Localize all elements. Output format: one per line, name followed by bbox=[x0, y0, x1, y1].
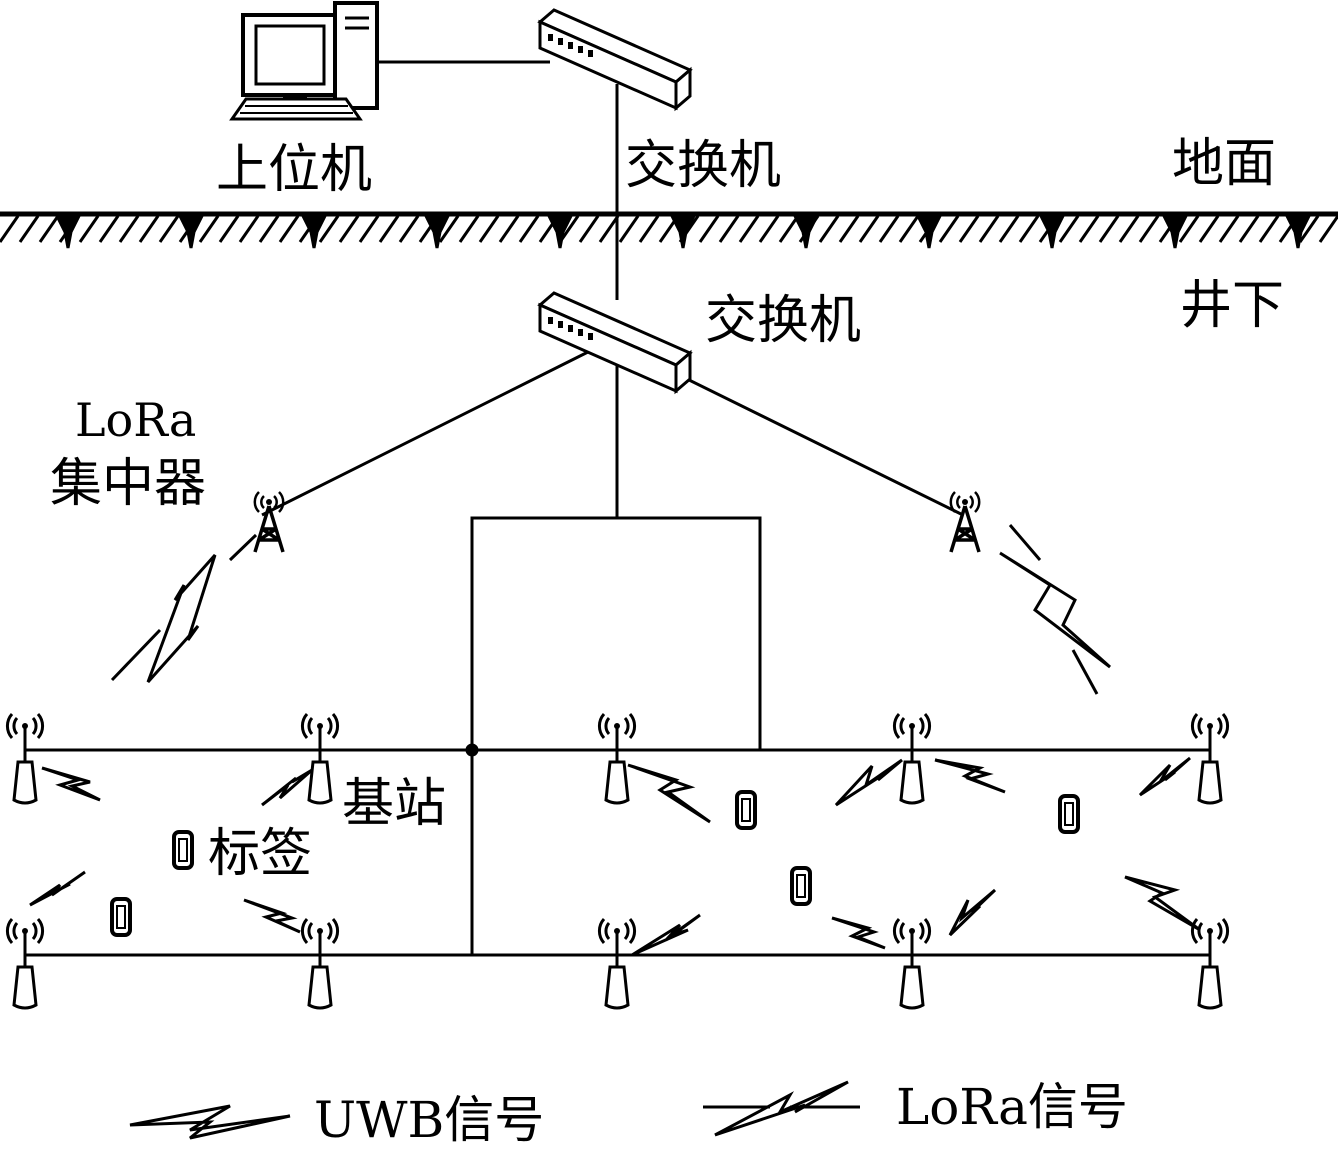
lora-concentrator-label-line2: 集中器 bbox=[50, 454, 207, 514]
lora-concentrator-icon-left bbox=[253, 490, 285, 554]
switch-under-label: 交换机 bbox=[705, 291, 862, 351]
underground-label: 井下 bbox=[1180, 276, 1285, 336]
base-station-antenna-icon bbox=[300, 917, 340, 1010]
base-station-antenna-icon bbox=[892, 917, 932, 1010]
base-station-label: 基站 bbox=[342, 774, 447, 834]
tag-label: 标签 bbox=[208, 824, 313, 884]
field-signals bbox=[29, 756, 1201, 957]
switch-icon-underground bbox=[538, 291, 692, 393]
base-station-antenna-icon bbox=[1190, 917, 1230, 1010]
switch-top-label: 交换机 bbox=[625, 136, 782, 196]
ground-line bbox=[0, 211, 1338, 249]
legend-uwb-label: UWB信号 bbox=[314, 1091, 545, 1149]
legend-lora-symbol bbox=[703, 1080, 860, 1137]
base-station-antenna-icon bbox=[892, 712, 932, 805]
base-station-antenna-icon bbox=[300, 712, 340, 805]
tag-icon bbox=[790, 866, 812, 906]
base-station-antenna-icon bbox=[1190, 712, 1230, 805]
lora-signal-links bbox=[110, 524, 1111, 695]
base-station-antenna-icon bbox=[597, 917, 637, 1010]
legend-lora-label: LoRa信号 bbox=[896, 1078, 1128, 1136]
lora-concentrator-label-line1: LoRa bbox=[75, 393, 197, 447]
ground-label: 地面 bbox=[1172, 134, 1277, 194]
tag-icon bbox=[172, 830, 194, 870]
base-station-antenna-icon bbox=[5, 917, 45, 1010]
base-station-antenna-icon bbox=[5, 712, 45, 805]
tag-icon bbox=[735, 790, 757, 830]
tag-icon bbox=[110, 897, 132, 937]
tag-icon bbox=[1058, 794, 1080, 834]
legend-uwb-symbol bbox=[129, 1104, 291, 1140]
lora-concentrator-icon-right bbox=[949, 490, 981, 554]
computer-icon bbox=[229, 1, 379, 121]
base-station-antenna-icon bbox=[597, 712, 637, 805]
host-pc-label: 上位机 bbox=[216, 140, 373, 200]
switch-icon-surface bbox=[538, 8, 692, 110]
